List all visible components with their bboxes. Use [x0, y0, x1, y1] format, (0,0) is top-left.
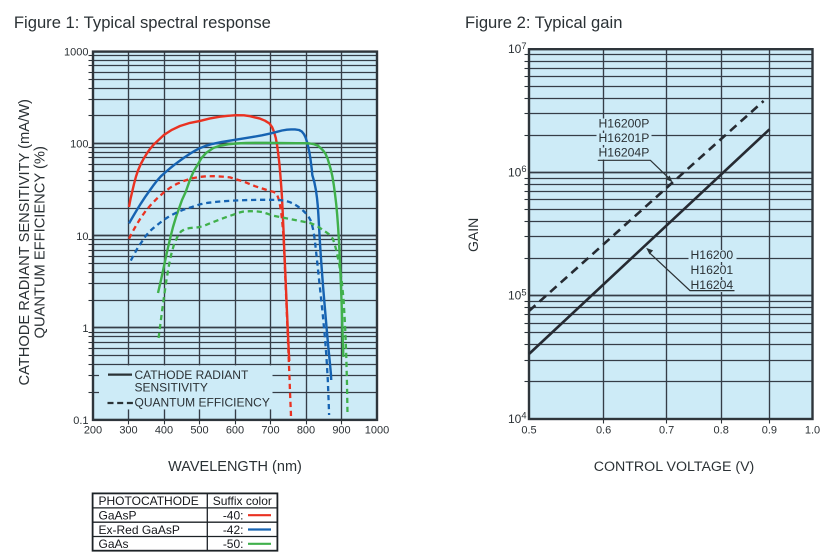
svg-text:0.7: 0.7	[659, 425, 674, 437]
svg-text:700: 700	[261, 425, 279, 437]
svg-text:QUANTUM EFFICIENCY: QUANTUM EFFICIENCY	[135, 396, 270, 410]
svg-text:H16201: H16201	[691, 263, 734, 277]
svg-text:SENSITIVITY: SENSITIVITY	[135, 380, 208, 394]
svg-text:1000: 1000	[64, 47, 88, 59]
svg-text:CONTROL VOLTAGE (V): CONTROL VOLTAGE (V)	[594, 459, 755, 475]
svg-text:0.9: 0.9	[762, 425, 777, 437]
svg-text:CATHODE RADIANT: CATHODE RADIANT	[135, 368, 249, 382]
svg-text:PHOTOCATHODE: PHOTOCATHODE	[99, 494, 199, 508]
svg-text:-50:: -50:	[223, 537, 244, 551]
svg-text:H16204: H16204	[691, 278, 734, 292]
svg-text:900: 900	[332, 425, 350, 437]
svg-text:Figure 2: Typical gain: Figure 2: Typical gain	[465, 13, 622, 32]
svg-text:10: 10	[76, 231, 88, 243]
svg-text:Figure 1: Typical spectral res: Figure 1: Typical spectral response	[14, 13, 271, 32]
svg-text:-40:: -40:	[223, 509, 244, 523]
svg-text:H16204P: H16204P	[599, 146, 650, 160]
svg-text:0.5: 0.5	[521, 425, 536, 437]
svg-text:0.8: 0.8	[714, 425, 729, 437]
svg-text:Ex-Red GaAsP: Ex-Red GaAsP	[99, 523, 180, 537]
svg-text:1000: 1000	[365, 425, 389, 437]
svg-text:1: 1	[82, 323, 88, 335]
svg-text:GaAs: GaAs	[99, 537, 129, 551]
svg-text:Suffix color: Suffix color	[213, 494, 272, 508]
svg-text:H16200: H16200	[691, 248, 734, 262]
svg-text:H16200P: H16200P	[599, 117, 650, 131]
svg-text:600: 600	[226, 425, 244, 437]
svg-text:H16201P: H16201P	[599, 131, 650, 145]
svg-text:0.6: 0.6	[596, 425, 611, 437]
svg-text:QUANTUM EFFICIENCY (%): QUANTUM EFFICIENCY (%)	[33, 146, 49, 338]
svg-text:GAIN: GAIN	[465, 218, 481, 252]
svg-text:-42:: -42:	[223, 523, 244, 537]
svg-text:100: 100	[70, 139, 88, 151]
svg-text:GaAsP: GaAsP	[99, 509, 137, 523]
svg-text:0.1: 0.1	[73, 415, 88, 427]
svg-text:400: 400	[155, 425, 173, 437]
svg-text:200: 200	[84, 425, 102, 437]
svg-text:WAVELENGTH (nm): WAVELENGTH (nm)	[168, 459, 302, 475]
svg-text:1.0: 1.0	[805, 425, 820, 437]
svg-text:CATHODE RADIANT SENSITIVITY (m: CATHODE RADIANT SENSITIVITY (mA/W)	[17, 99, 33, 385]
svg-text:800: 800	[297, 425, 315, 437]
svg-text:300: 300	[119, 425, 137, 437]
svg-text:500: 500	[190, 425, 208, 437]
